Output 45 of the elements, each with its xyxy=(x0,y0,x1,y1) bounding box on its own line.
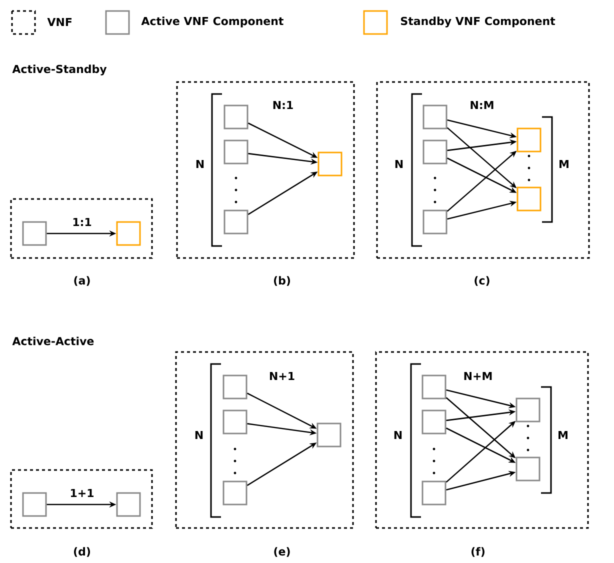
ratio-label: 1+1 xyxy=(70,489,94,497)
component-box xyxy=(316,422,342,448)
bracket-label: M xyxy=(560,160,568,168)
component-box xyxy=(22,221,47,246)
component-box xyxy=(422,374,446,400)
component-box xyxy=(224,210,248,234)
panel-caption: (c) xyxy=(474,276,490,286)
component-box xyxy=(222,410,248,434)
bracket-label: N xyxy=(394,431,402,439)
component-box xyxy=(422,210,448,234)
component-box xyxy=(116,221,141,246)
component-box xyxy=(422,104,448,130)
panel-caption: (a) xyxy=(74,276,90,286)
bracket-label: N xyxy=(195,431,203,439)
component-box xyxy=(222,480,248,506)
component-box xyxy=(422,410,446,434)
panel-caption: (f) xyxy=(472,547,484,557)
bracket-label: M xyxy=(558,431,568,439)
component-box xyxy=(516,456,540,482)
legend-item: VNF xyxy=(11,10,72,35)
ratio-label: N+M xyxy=(464,372,492,380)
bracket-label: N xyxy=(196,160,204,168)
panel-caption: (d) xyxy=(74,547,90,557)
legend-item: Active VNF Component xyxy=(105,10,284,35)
component-box xyxy=(22,492,47,517)
ratio-label: N+1 xyxy=(270,372,294,380)
component-box xyxy=(516,128,542,152)
ratio-label: N:M xyxy=(470,101,494,109)
component-box xyxy=(422,480,446,506)
panel-caption: (e) xyxy=(274,547,290,557)
ratio-label: 1:1 xyxy=(73,218,92,226)
ratio-label: N:1 xyxy=(273,101,293,109)
component-box xyxy=(516,186,542,212)
component-box xyxy=(318,152,342,176)
component-box xyxy=(222,374,248,400)
component-box xyxy=(224,140,248,164)
legend-item: Standby VNF Component xyxy=(363,10,556,35)
section-heading: Active-Standby xyxy=(12,64,107,76)
component-box xyxy=(116,492,141,517)
component-box xyxy=(516,398,540,422)
component-box xyxy=(422,140,448,164)
bracket-label: N xyxy=(395,160,403,168)
section-heading: Active-Active xyxy=(12,336,94,346)
panel-caption: (b) xyxy=(274,276,290,286)
component-box xyxy=(224,104,248,130)
